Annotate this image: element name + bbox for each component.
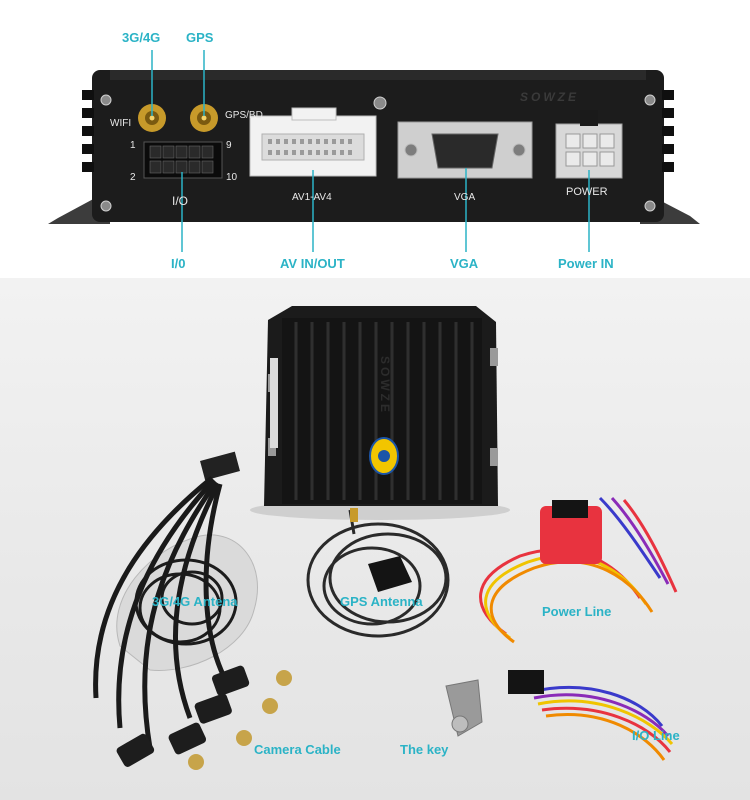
callout-camera-cable: Camera Cable bbox=[254, 742, 341, 757]
kit-contents-illustration bbox=[93, 306, 678, 770]
device-brand-logo: SOWZE bbox=[378, 356, 392, 415]
gps-antenna-puck bbox=[368, 556, 412, 592]
top-ridge bbox=[110, 70, 646, 80]
av-connector bbox=[249, 107, 377, 177]
callout-the-key: The key bbox=[400, 742, 449, 757]
panel-label-vga: VGA bbox=[454, 192, 476, 203]
callout-io: I/0 bbox=[171, 256, 186, 271]
io-connector bbox=[143, 141, 223, 179]
sma-3g4g-connector bbox=[138, 104, 166, 132]
panel-brand-logo: SOWZE bbox=[520, 90, 579, 104]
kit-contents-section: 3G/4G Antena GPS Antenna Power Line Came… bbox=[0, 278, 750, 800]
panel-body bbox=[92, 70, 664, 222]
panel-label-pin-9: 9 bbox=[226, 140, 232, 151]
panel-label-gps-bd: GPS/BD bbox=[225, 110, 263, 121]
io-connector-plug bbox=[508, 670, 544, 694]
sma-gps-connector bbox=[190, 104, 218, 132]
power-connector bbox=[555, 110, 623, 179]
callout-io-line: I/O Line bbox=[632, 728, 680, 743]
panel-label-av: AV1-AV4 bbox=[292, 192, 332, 203]
gps-antenna-plug bbox=[350, 508, 358, 522]
mdvr-device bbox=[264, 306, 498, 506]
callout-vga: VGA bbox=[450, 256, 479, 271]
screws bbox=[100, 94, 656, 212]
panel-label-pin-2: 2 bbox=[130, 172, 136, 183]
panel-label-pin-10: 10 bbox=[226, 172, 238, 183]
callout-lines bbox=[151, 50, 590, 252]
camera-cable bbox=[93, 451, 292, 770]
power-line-wires bbox=[479, 496, 678, 644]
callout-power-line: Power Line bbox=[542, 604, 612, 619]
panel-label-wifi: WIFI bbox=[110, 118, 132, 129]
io-line-wires bbox=[529, 685, 674, 761]
callout-av-inout: AV IN/OUT bbox=[280, 256, 345, 271]
panel-label-power: POWER bbox=[566, 186, 608, 198]
rear-panel-section: 3G/4G GPS I/0 AV IN/OUT VGA Power IN WIF… bbox=[0, 0, 750, 278]
fuse-holder bbox=[540, 506, 602, 564]
cooling-fins bbox=[82, 90, 674, 172]
vga-connector bbox=[397, 121, 533, 179]
callout-gps-antenna: GPS Antenna bbox=[340, 594, 423, 609]
callout-3g4g: 3G/4G bbox=[122, 30, 161, 45]
key-tool bbox=[445, 679, 483, 737]
callout-3g4g-antenna: 3G/4G Antena bbox=[152, 594, 238, 609]
panel-label-pin-1: 1 bbox=[130, 140, 136, 151]
callout-power-in: Power IN bbox=[558, 256, 614, 271]
power-connector-plug bbox=[552, 500, 588, 518]
panel-label-io: I/O bbox=[172, 194, 189, 208]
rear-panel-illustration bbox=[48, 50, 700, 252]
callout-gps: GPS bbox=[186, 30, 214, 45]
